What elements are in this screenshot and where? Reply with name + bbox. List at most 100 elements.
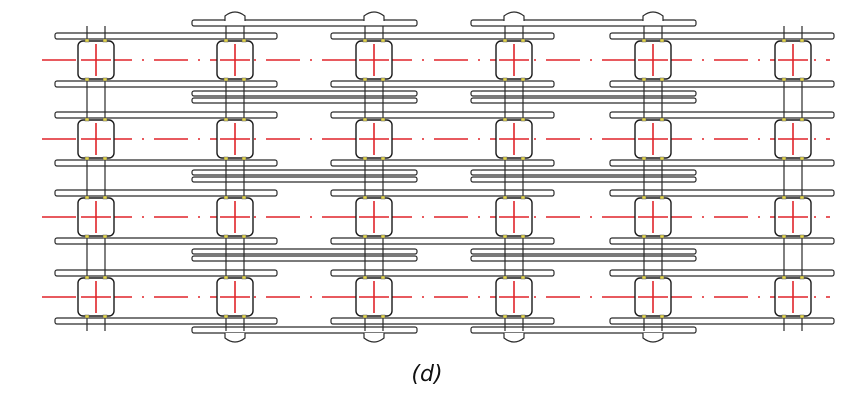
center-line-layer xyxy=(42,59,830,298)
joint-marker xyxy=(380,156,386,161)
joint-marker xyxy=(799,117,805,122)
inner-link-plate xyxy=(191,248,418,255)
joint-marker xyxy=(502,275,508,280)
joint-marker xyxy=(84,275,90,280)
joint-marker xyxy=(659,195,665,200)
bottom-inner-plate xyxy=(191,326,418,334)
joint-marker xyxy=(520,195,526,200)
joint-marker xyxy=(362,314,368,319)
joint-marker xyxy=(223,117,229,122)
joint-marker xyxy=(641,275,647,280)
pin-cap-bottom xyxy=(224,333,246,343)
outer-link-plate xyxy=(609,237,835,245)
joint-marker xyxy=(781,38,787,43)
joint-marker xyxy=(84,195,90,200)
roller-layer xyxy=(77,38,812,319)
joint-marker xyxy=(799,195,805,200)
joint-marker xyxy=(380,275,386,280)
joint-marker xyxy=(520,275,526,280)
outer-link-plate xyxy=(330,189,555,197)
joint-marker xyxy=(223,275,229,280)
joint-marker xyxy=(102,117,108,122)
outer-link-plate xyxy=(54,80,278,88)
outer-link-plate xyxy=(54,111,278,119)
joint-marker xyxy=(380,77,386,82)
outer-link-plate xyxy=(54,317,278,325)
joint-marker xyxy=(799,77,805,82)
joint-marker xyxy=(502,77,508,82)
outer-link-plate xyxy=(330,159,555,167)
joint-marker xyxy=(799,156,805,161)
joint-marker xyxy=(641,195,647,200)
joint-marker xyxy=(520,77,526,82)
outer-link-plate xyxy=(609,317,835,325)
joint-marker xyxy=(102,234,108,239)
outer-link-plate xyxy=(54,32,278,40)
joint-marker xyxy=(659,314,665,319)
outer-link-plate xyxy=(330,111,555,119)
joint-marker xyxy=(799,38,805,43)
outer-link-plate xyxy=(330,317,555,325)
joint-marker xyxy=(380,195,386,200)
joint-marker xyxy=(362,77,368,82)
inner-link-plate xyxy=(470,255,697,262)
pin-cap-bottom xyxy=(503,333,525,343)
joint-marker xyxy=(659,156,665,161)
joint-marker xyxy=(241,117,247,122)
joint-marker xyxy=(520,156,526,161)
joint-marker xyxy=(502,314,508,319)
joint-marker xyxy=(641,38,647,43)
inner-link-plate xyxy=(470,90,697,97)
joint-marker xyxy=(362,117,368,122)
outer-link-plate xyxy=(609,189,835,197)
joint-marker xyxy=(362,38,368,43)
joint-marker xyxy=(241,38,247,43)
joint-marker xyxy=(223,156,229,161)
joint-marker xyxy=(659,275,665,280)
inner-link-plate xyxy=(470,248,697,255)
joint-marker xyxy=(223,77,229,82)
pin-cap-top xyxy=(503,11,525,21)
joint-marker xyxy=(502,195,508,200)
inner-link-plate xyxy=(191,90,418,97)
joint-marker xyxy=(241,314,247,319)
joint-marker xyxy=(241,234,247,239)
outer-link-plate xyxy=(609,111,835,119)
outer-link-plate xyxy=(54,269,278,277)
joint-marker xyxy=(102,275,108,280)
joint-marker xyxy=(781,275,787,280)
joint-marker xyxy=(223,234,229,239)
joint-marker xyxy=(84,117,90,122)
pin-cap-bottom xyxy=(363,333,385,343)
joint-marker xyxy=(659,234,665,239)
joint-marker xyxy=(781,156,787,161)
joint-marker xyxy=(102,195,108,200)
joint-marker xyxy=(241,275,247,280)
joint-marker xyxy=(241,195,247,200)
top-inner-plate xyxy=(470,19,697,27)
joint-marker xyxy=(362,234,368,239)
joint-marker xyxy=(799,275,805,280)
joint-marker xyxy=(223,314,229,319)
joint-marker xyxy=(380,234,386,239)
inner-link-plate xyxy=(191,169,418,176)
joint-marker xyxy=(659,117,665,122)
joint-marker xyxy=(502,156,508,161)
outer-link-plate xyxy=(609,159,835,167)
top-inner-plate xyxy=(191,19,418,27)
inner-link-plate xyxy=(191,176,418,183)
joint-marker xyxy=(641,314,647,319)
joint-marker xyxy=(102,314,108,319)
joint-marker xyxy=(223,38,229,43)
joint-marker xyxy=(84,38,90,43)
joint-marker xyxy=(362,156,368,161)
joint-marker xyxy=(380,38,386,43)
joint-marker xyxy=(502,117,508,122)
outer-link-plate xyxy=(330,237,555,245)
joint-marker xyxy=(659,77,665,82)
inner-link-plate xyxy=(470,169,697,176)
inner-link-plate xyxy=(470,97,697,104)
joint-marker xyxy=(781,234,787,239)
outer-link-plate xyxy=(609,32,835,40)
joint-marker xyxy=(380,314,386,319)
